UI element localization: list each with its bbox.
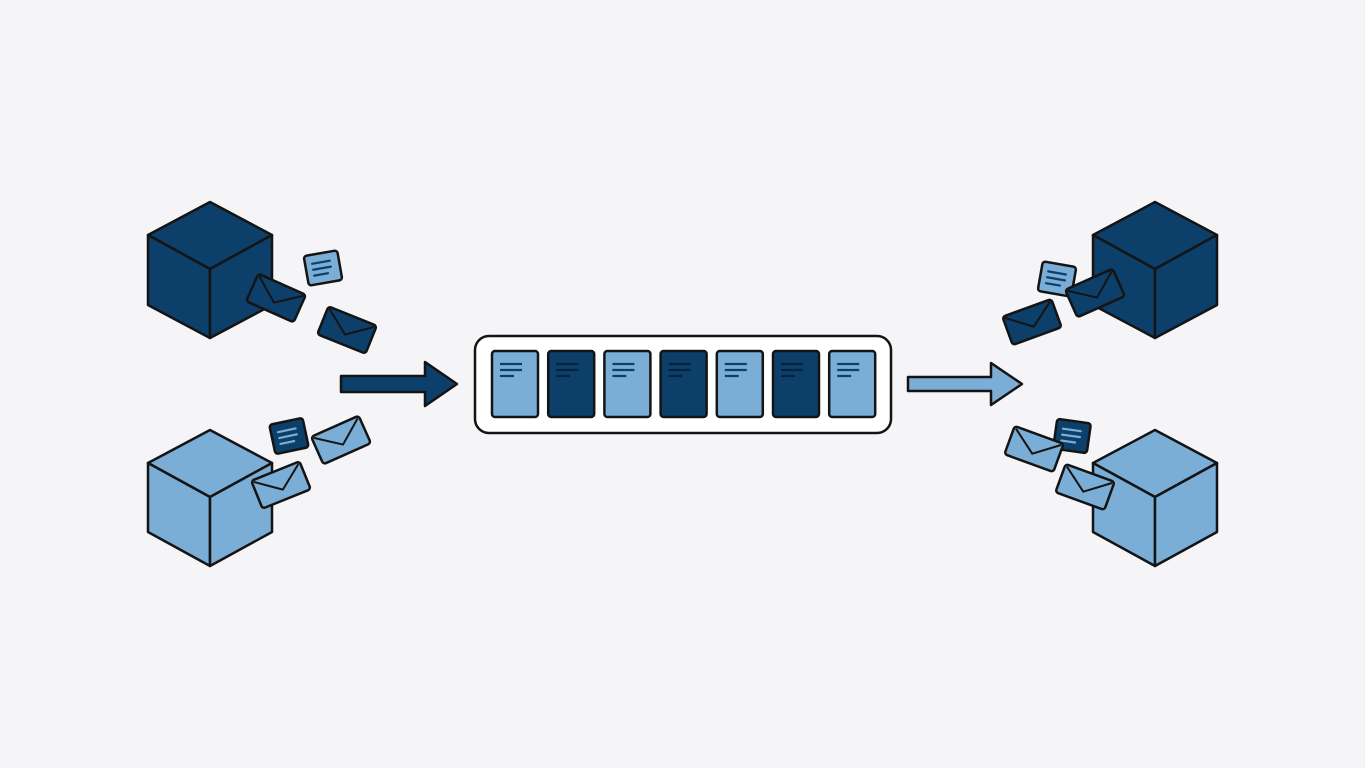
document-icon [268,417,310,455]
queue-item [771,349,821,419]
message-queue-icon [473,334,893,435]
queue-item [659,349,708,419]
queue-item [603,349,652,419]
envelope-icon [1064,268,1126,318]
consumer-top-cube-icon [1091,200,1219,340]
queue-item [715,349,765,419]
envelope-icon [1004,425,1064,473]
envelope-icon [1002,298,1062,346]
queue-items [490,349,877,419]
document-icon [302,249,344,287]
envelope-icon [1055,463,1115,511]
queue-item [490,349,540,419]
producer-top-cube-icon [146,200,274,340]
envelope-icon [250,461,312,509]
queue-item [546,349,596,419]
consumer-bottom-cube-icon [1091,428,1219,568]
producer-bottom-cube-icon [146,428,274,568]
arrow-into-queue-icon [339,360,459,408]
envelope-icon [310,415,372,465]
queue-item [827,349,877,419]
envelope-icon [316,306,378,354]
arrow-out-of-queue-icon [906,361,1024,407]
document-icon [1036,260,1078,298]
envelope-icon [245,273,307,323]
